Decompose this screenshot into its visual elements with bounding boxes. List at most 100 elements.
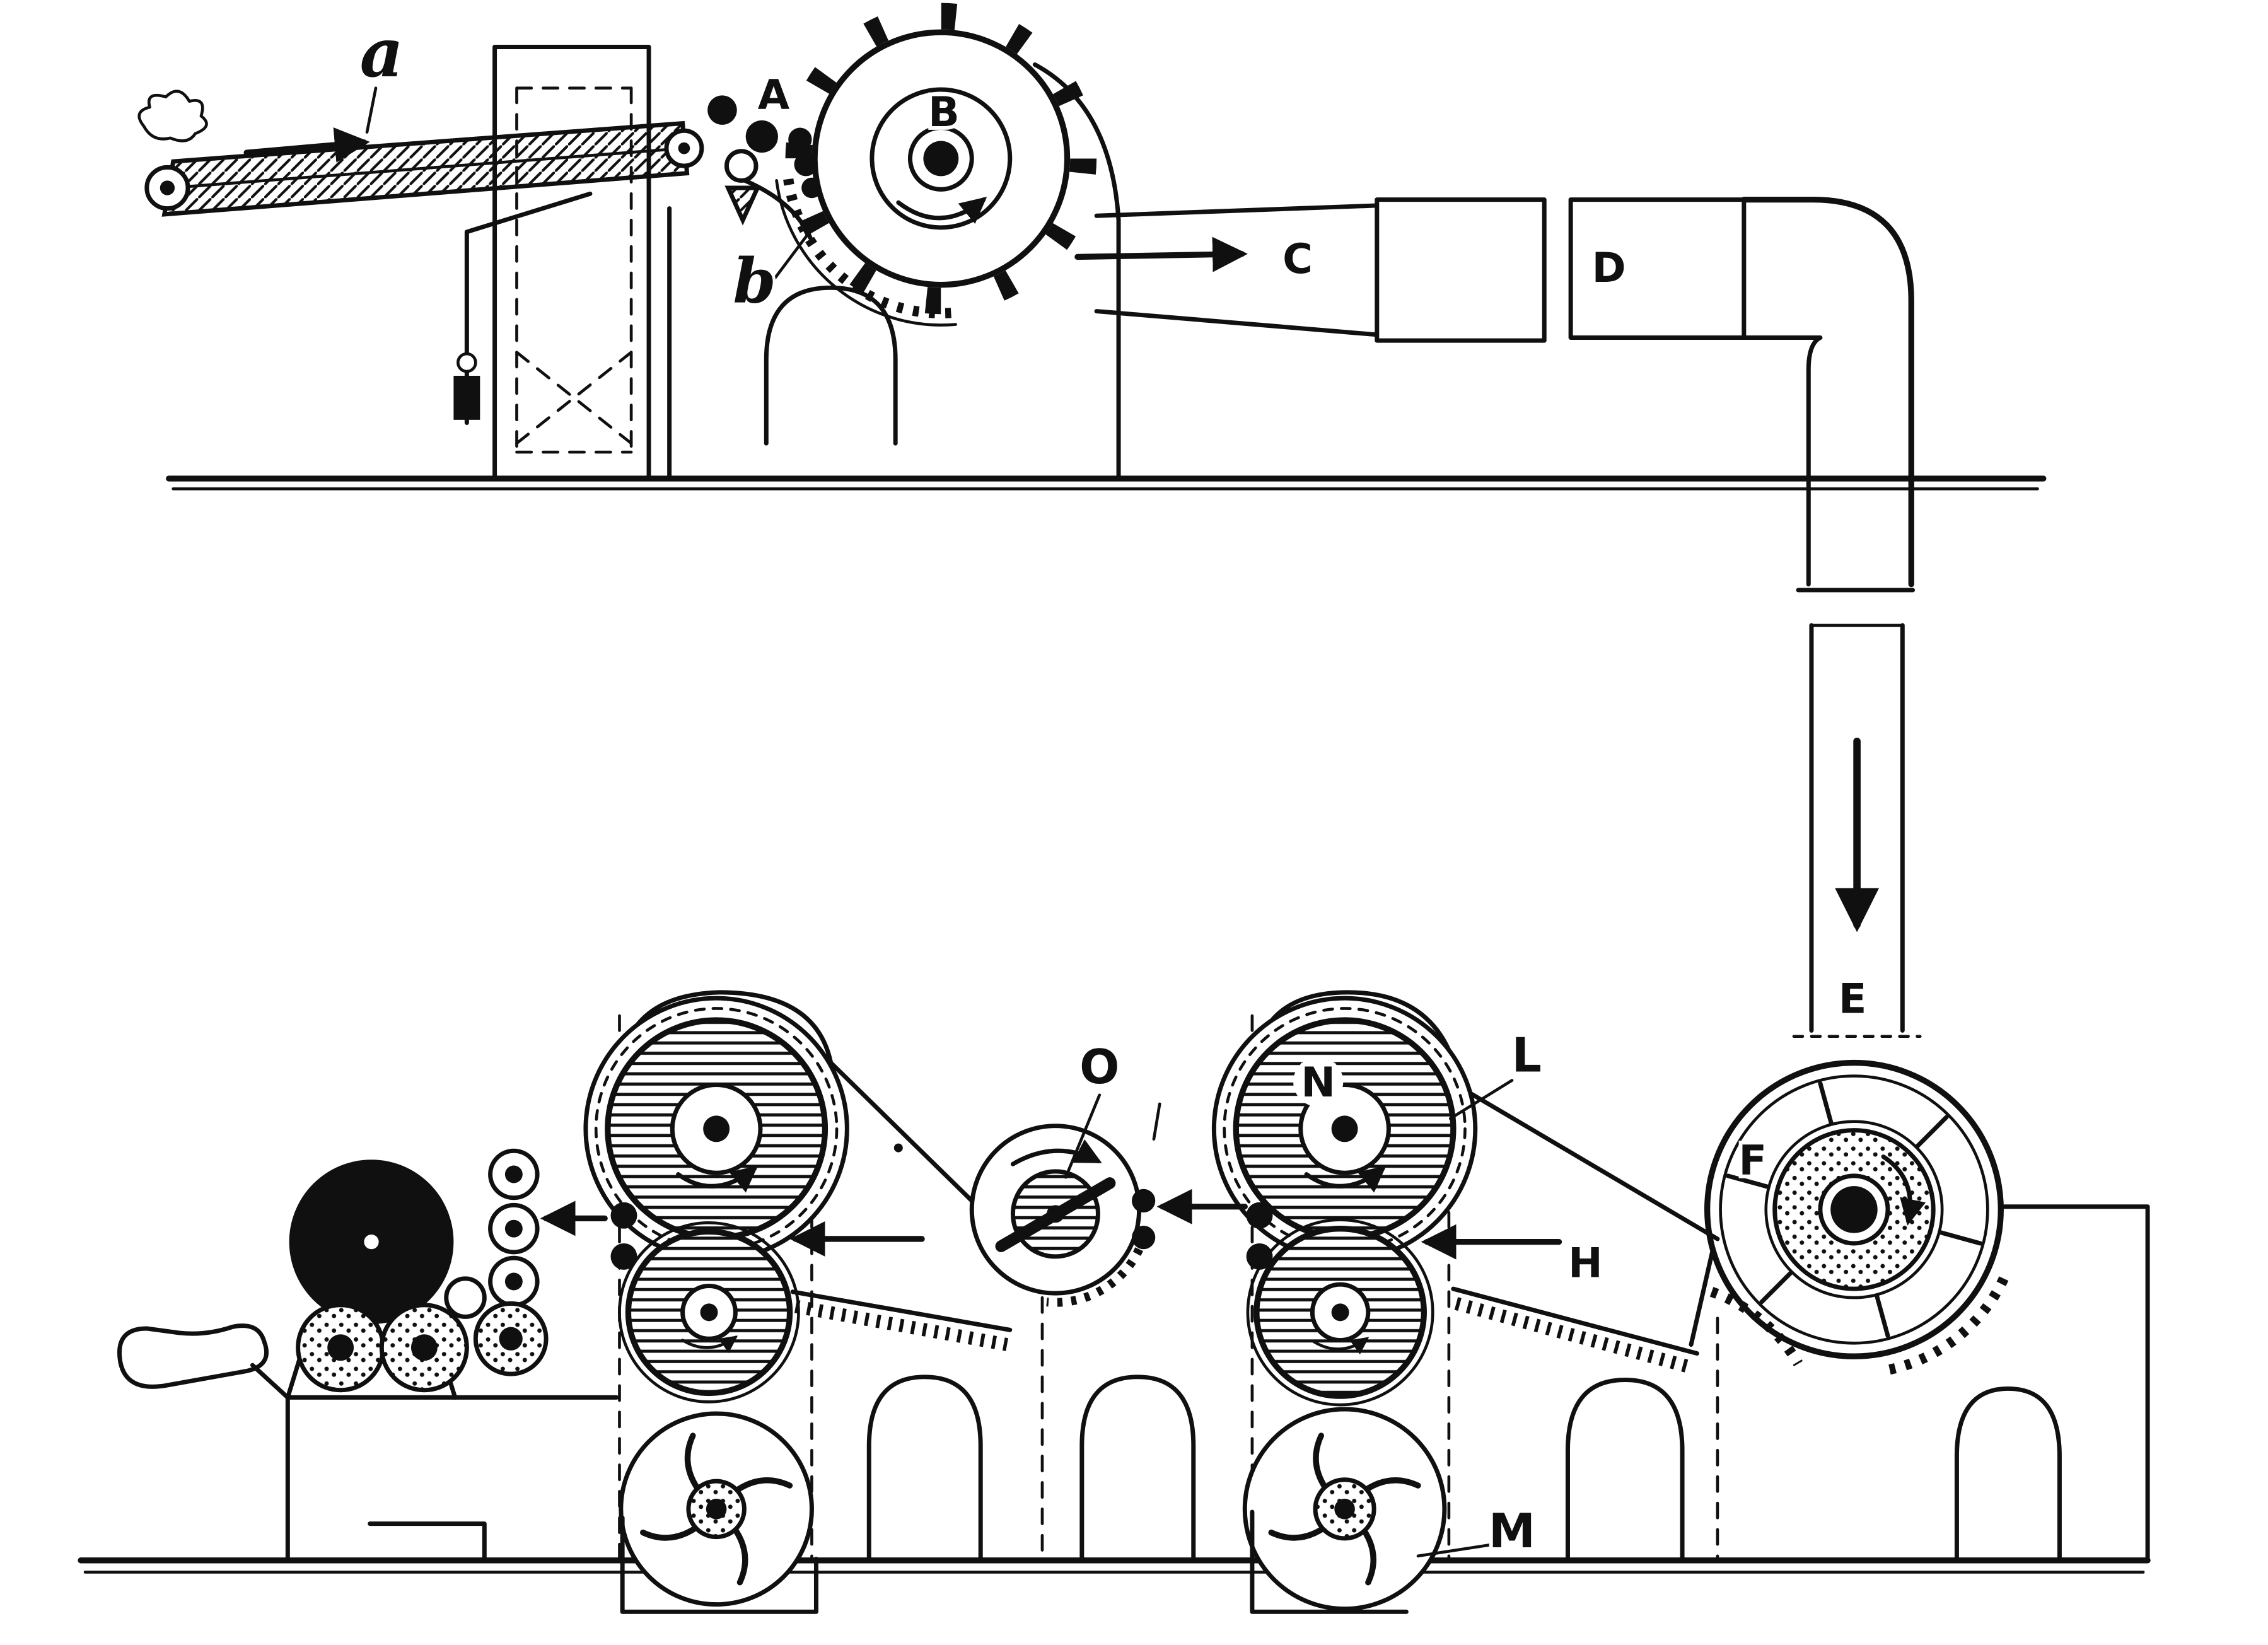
cylinder-left-axle xyxy=(703,1115,730,1142)
bottom-roll-2-axle xyxy=(410,1334,438,1361)
beater-inner-ring xyxy=(869,87,1013,230)
label-feed-rollers: A xyxy=(758,71,790,119)
drum-f-spokes xyxy=(1725,1081,1983,1339)
beater-teeth xyxy=(785,3,1097,315)
chute-h-top-wall xyxy=(1468,1091,1720,1241)
transfer-roll-2 xyxy=(1132,1226,1156,1250)
right-machine-body xyxy=(1689,1204,2150,1563)
fan-m-scroll xyxy=(1250,1509,1409,1614)
beater-arch-opening xyxy=(764,285,898,446)
feed-roller-6 xyxy=(724,149,759,183)
lap-drum-axle xyxy=(364,1234,379,1250)
cylinder-left-rotation-arrow xyxy=(676,1165,759,1193)
roller-o-grid xyxy=(1046,1247,1143,1307)
fan-left-scroll xyxy=(620,1515,818,1614)
label-b-leader xyxy=(771,221,818,284)
transfer-roll-1 xyxy=(1132,1189,1156,1213)
label-trunk-e: E xyxy=(1839,975,1867,1023)
elbow-inner xyxy=(1742,335,1823,587)
doffer-left-axle xyxy=(700,1303,718,1322)
cylinder-n-casing-dashed xyxy=(1223,1007,1467,1251)
label-roller-o: O xyxy=(1079,1040,1119,1095)
comb-h-teeth xyxy=(1454,1297,1696,1375)
duct-c: C xyxy=(1074,197,1547,343)
arch-4 xyxy=(1954,1386,2062,1563)
card-left-chute-wall xyxy=(829,1061,974,1203)
stray-dot xyxy=(893,1143,903,1153)
duct-d-and-trunk: D E xyxy=(1568,196,1922,1038)
roller-o-rotation-arrow xyxy=(1010,1139,1102,1166)
feed-knife xyxy=(724,185,761,226)
drum-f-unit: F xyxy=(1704,1059,2009,1376)
duct-c-top xyxy=(1094,203,1380,218)
doffer-left-casing xyxy=(618,1221,800,1404)
doffer-right-axle xyxy=(1331,1303,1349,1322)
duct-c-box xyxy=(1375,197,1547,343)
label-case-l: L xyxy=(1512,1028,1542,1083)
roller-o-axle xyxy=(1046,1205,1064,1223)
bottom-roll-1-axle xyxy=(327,1334,354,1361)
card-unit-right: N L M xyxy=(1156,990,1545,1614)
fan-m-axle xyxy=(1334,1499,1355,1520)
delivery-pedestal xyxy=(368,1521,487,1563)
lever-rod xyxy=(464,191,593,426)
beater-axle xyxy=(923,141,959,177)
arch-2 xyxy=(1079,1375,1196,1563)
doffer-right-casing xyxy=(1246,1218,1434,1407)
right-body-outline xyxy=(1965,1204,2150,1563)
label-duct-d: D xyxy=(1592,244,1626,292)
beater-casing-right xyxy=(1032,62,1121,481)
feed-roll-left-1 xyxy=(610,1202,637,1229)
doffer-right-arrow xyxy=(1312,1337,1370,1355)
support-frame xyxy=(453,45,903,1153)
apron-end-roller-left-axle xyxy=(160,180,175,195)
drum-f-rotation-arrow xyxy=(1881,1154,1926,1226)
label-l-leader xyxy=(1448,1079,1514,1120)
delivery-unit xyxy=(117,1148,619,1563)
drum-f-grid-right xyxy=(1881,1276,2009,1376)
cylinder-n-axle xyxy=(1331,1115,1358,1142)
label-fan-m: M xyxy=(1489,1504,1535,1559)
frame-inner-dashed xyxy=(515,86,633,454)
roller-o-unit: O xyxy=(969,1036,1161,1307)
feed-roller-cluster: A xyxy=(707,67,822,240)
fan-m-blades xyxy=(1268,1433,1421,1586)
arched-openings xyxy=(866,1375,2062,1563)
hook-to-body-link xyxy=(250,1363,290,1400)
feed-roller-1 xyxy=(707,95,737,125)
airflow-arrow-c xyxy=(1074,236,1248,272)
feed-roll-right-1 xyxy=(1246,1202,1273,1229)
fan-left-blades xyxy=(640,1433,793,1586)
label-m-leader xyxy=(1416,1542,1496,1558)
apron-direction-arrow xyxy=(243,127,370,163)
beater-rotation-arrow xyxy=(896,197,987,224)
grid-bars-arc xyxy=(783,178,955,318)
comb-h-unit: H xyxy=(1421,1091,1720,1375)
label-n-backing xyxy=(1293,1057,1344,1107)
arch-3 xyxy=(1565,1377,1685,1563)
drum-f-grid-left xyxy=(1709,1287,1803,1366)
duct-c-bottom xyxy=(1094,309,1380,337)
drum-f-axle xyxy=(1830,1186,1878,1233)
calender-roll-1-axle xyxy=(504,1165,523,1183)
fan-left-axle xyxy=(706,1499,727,1520)
delivery-body xyxy=(285,1395,619,1563)
label-apron: a xyxy=(360,13,404,93)
card-unit-left xyxy=(583,990,1044,1614)
elbow-outer xyxy=(1741,196,1914,588)
calender-roll-2-axle xyxy=(504,1219,523,1238)
frame-posts xyxy=(492,45,651,481)
lever-pivot xyxy=(457,352,477,373)
down-trunk-walls xyxy=(1809,623,1905,1033)
comb-left-bar xyxy=(790,1289,1013,1332)
arch-1 xyxy=(866,1375,983,1563)
lever-weight xyxy=(453,376,480,420)
label-grid: b xyxy=(733,245,776,318)
lap-guide-hook xyxy=(117,1323,269,1389)
frame-diagonal-braces xyxy=(515,351,633,445)
feed-roll-right-2 xyxy=(1246,1243,1273,1270)
drum-f-inner-casing xyxy=(1719,1074,1989,1345)
comb-h-bar xyxy=(1451,1286,1699,1356)
apron-midline xyxy=(168,146,686,190)
